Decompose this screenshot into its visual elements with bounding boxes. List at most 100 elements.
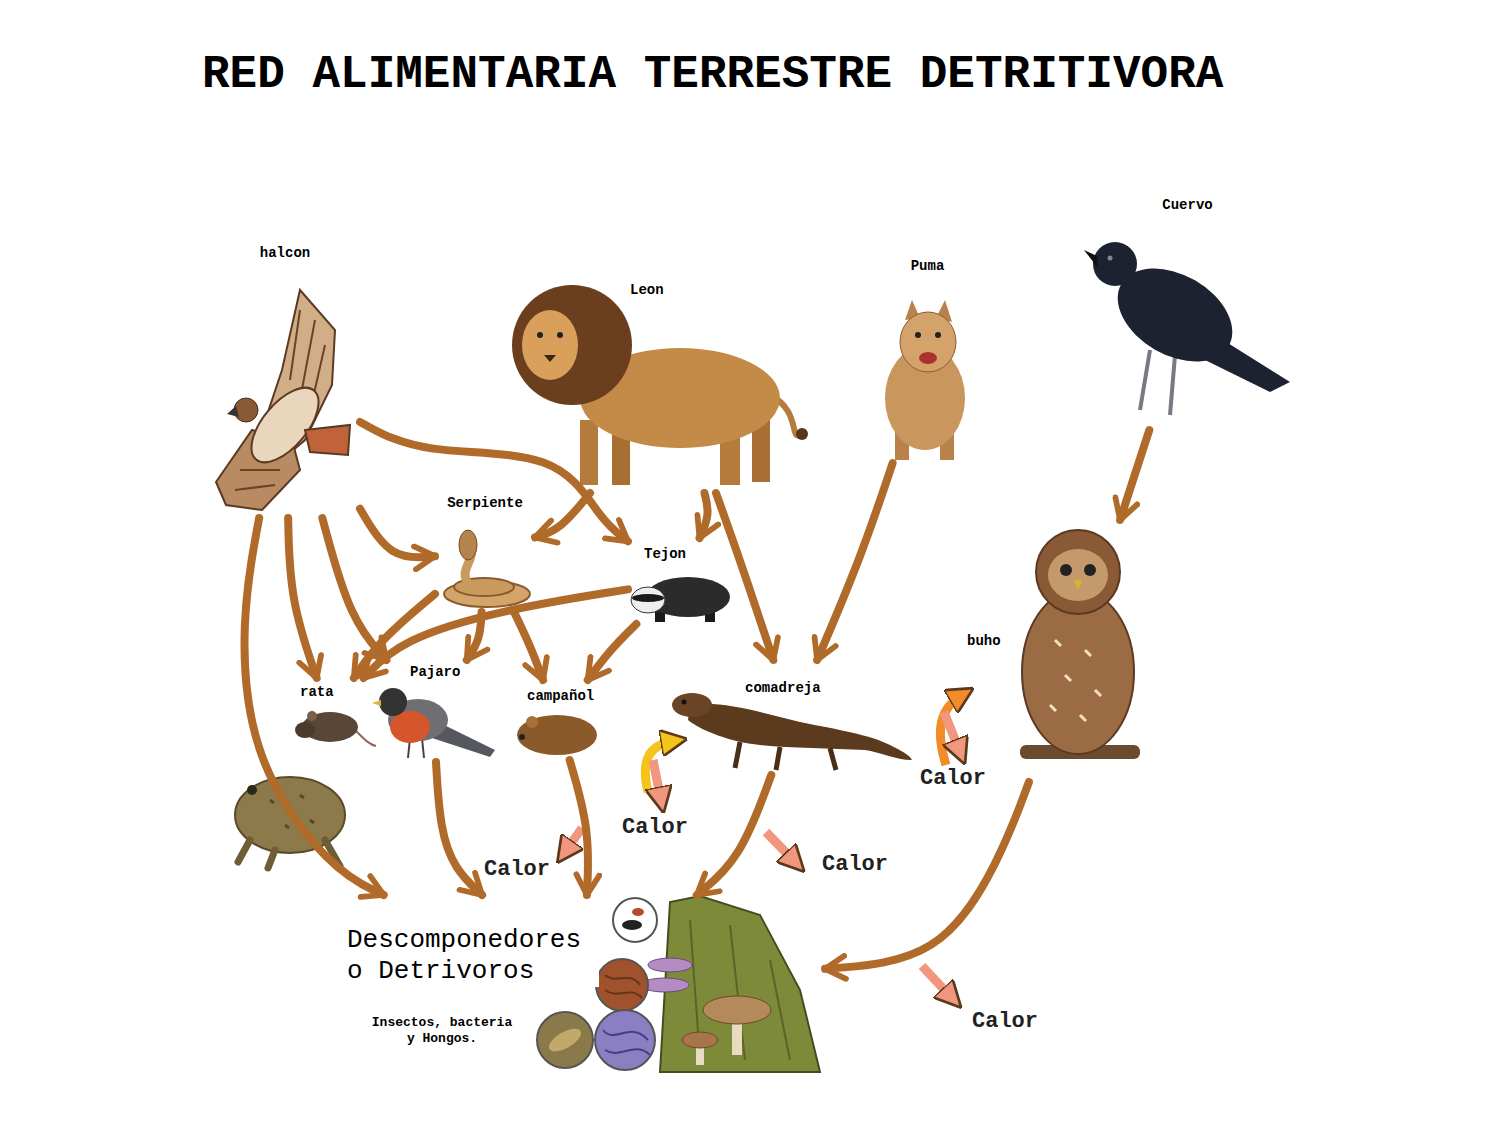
- food-arrow: [570, 760, 588, 895]
- animal-node: Tejon: [628, 538, 732, 624]
- robin-beak: [372, 700, 381, 706]
- heat-arrow: [565, 828, 582, 852]
- lion-illustration: [512, 285, 808, 485]
- food-arrow: [288, 518, 317, 678]
- robin-breast: [390, 711, 430, 743]
- vole-illustration: [517, 715, 597, 755]
- weasel-head: [672, 693, 712, 717]
- food-arrow: [1120, 430, 1149, 520]
- badger-illustration: [631, 577, 730, 622]
- animal-node: rata: [292, 678, 366, 750]
- weasel-legs: [735, 742, 836, 770]
- badger-stripe: [632, 594, 664, 602]
- owl-face: [1048, 549, 1108, 601]
- food-arrow: [360, 509, 435, 558]
- insect: [632, 908, 644, 916]
- rat-ear: [307, 711, 317, 721]
- food-arrow: [700, 493, 708, 538]
- animal-node: Serpiente: [435, 492, 535, 612]
- node-label: rata: [298, 684, 336, 701]
- hawk-body: [239, 376, 331, 473]
- node-label: comadreja: [743, 680, 823, 697]
- heat-label: Calor: [918, 767, 988, 791]
- crow-eye: [1108, 256, 1113, 261]
- bracket-fungus: [648, 958, 692, 972]
- heat-label: Calor: [620, 816, 690, 840]
- food-arrow: [716, 493, 773, 660]
- puma-head: [900, 312, 956, 372]
- vole-ear: [526, 716, 538, 728]
- food-arrow: [364, 589, 628, 678]
- robin-illustration: [372, 688, 495, 758]
- rat-illustration: [295, 711, 376, 746]
- lion-mane: [512, 285, 632, 405]
- robin-head: [379, 688, 407, 716]
- insect: [622, 920, 642, 930]
- food-arrow: [697, 775, 772, 895]
- food-arrow: [588, 624, 637, 680]
- owl-eye: [1084, 564, 1096, 576]
- animal-node: buho: [1010, 520, 1145, 782]
- animal-node: campañol: [508, 680, 608, 760]
- owl-spots: [1050, 640, 1101, 721]
- heat-arrow: [922, 966, 952, 998]
- mushroom-cap: [682, 1032, 718, 1048]
- owl-head: [1036, 530, 1120, 614]
- node-label: Descomponedores o Detrivoros: [345, 925, 599, 987]
- node-label: Leon: [628, 282, 666, 299]
- animal-node: halcon: [210, 243, 360, 518]
- food-arrow: [322, 518, 386, 660]
- hawk-beak: [227, 406, 239, 417]
- crow-beak: [1084, 250, 1098, 268]
- puma-eye: [915, 332, 921, 338]
- node-label: campañol: [525, 688, 596, 705]
- owl-beak: [1074, 580, 1082, 590]
- puma-illustration: [885, 300, 965, 460]
- animal-node: Pajaro: [368, 660, 498, 762]
- owl-eye: [1060, 564, 1072, 576]
- food-arrow: [514, 612, 543, 680]
- heat-arrow: [766, 832, 795, 862]
- lion-face: [522, 310, 578, 380]
- heat-label: Calor: [482, 858, 552, 882]
- mushroom-cap: [703, 996, 771, 1024]
- fungus-circle: [595, 1010, 655, 1070]
- toad-eye: [247, 785, 257, 795]
- crow-head: [1093, 242, 1137, 286]
- animal-node: comadreja: [665, 660, 920, 775]
- node-label: halcon: [258, 245, 312, 262]
- lion-eye: [557, 332, 563, 338]
- lion-nose: [544, 355, 556, 362]
- hawk-illustration: [216, 290, 350, 510]
- wood-texture: [605, 975, 642, 998]
- decomposer-node: Descomponedores o DetrivorosInsectos, ba…: [340, 895, 825, 1080]
- weasel-illustration: [672, 693, 912, 770]
- food-arrow: [245, 518, 384, 895]
- crow-legs: [1140, 350, 1175, 415]
- hawk-head: [234, 398, 258, 422]
- rat-head: [295, 722, 315, 738]
- weasel-body: [688, 704, 912, 760]
- lion-leg: [580, 420, 598, 485]
- vole-eye: [519, 734, 525, 740]
- node-label: Serpiente: [445, 495, 525, 512]
- node-note: Insectos, bacteria y Hongos.: [365, 1015, 519, 1046]
- node-label: Pajaro: [408, 664, 462, 681]
- weasel-eye: [682, 700, 687, 705]
- heat-arrow: [944, 712, 960, 752]
- node-label: buho: [965, 633, 1003, 650]
- owl-illustration: [1020, 530, 1140, 759]
- wood-circle: [596, 959, 648, 1011]
- bacteria-circle: [537, 1012, 593, 1068]
- animal-node: Cuervo: [1080, 195, 1295, 430]
- heat-arrow: [940, 695, 962, 765]
- insect-circle: [613, 898, 657, 942]
- diagram-title: RED ALIMENTARIA TERRESTRE DETRITIVORA: [202, 50, 1223, 101]
- snake-illustration: [444, 530, 530, 607]
- food-arrow: [436, 762, 482, 895]
- puma-eye: [935, 332, 941, 338]
